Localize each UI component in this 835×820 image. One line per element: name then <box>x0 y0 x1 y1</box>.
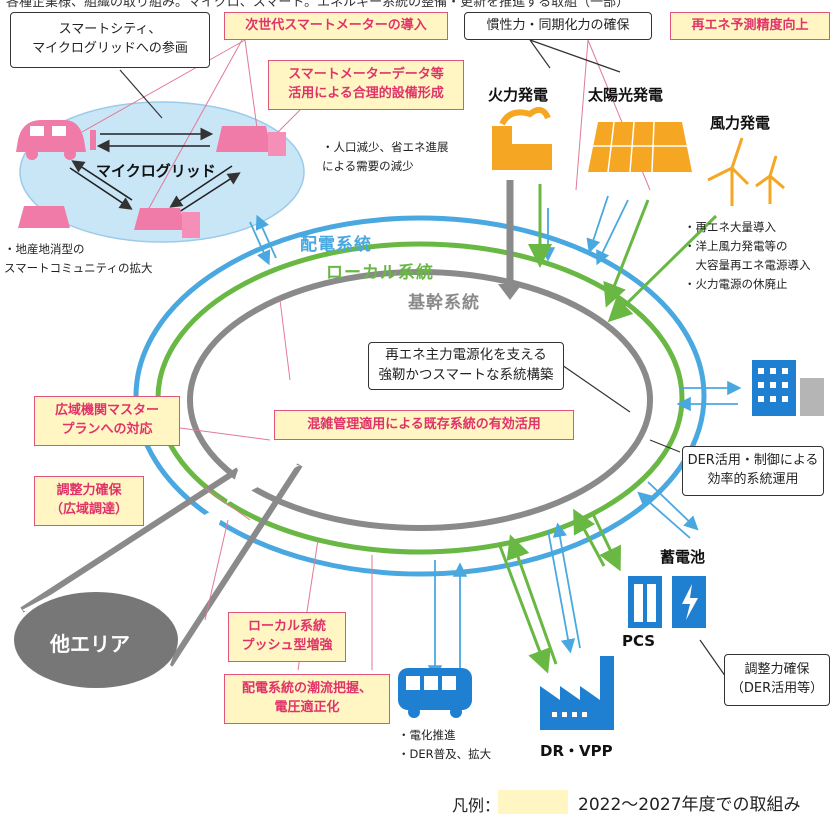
trunk-system-label: 基幹系統 <box>408 293 480 313</box>
legend-prefix: 凡例： <box>452 796 501 815</box>
adjust-der-note: 調整力確保 （DER活用等） <box>724 654 830 706</box>
other-area-beam <box>20 463 303 667</box>
pcs-icon <box>628 576 662 628</box>
legend-text: 2022〜2027年度での取組み <box>578 795 801 815</box>
other-area-label: 他エリア <box>50 632 130 656</box>
local-system-label: ローカル系統 <box>326 263 434 283</box>
congestion-box: 混雑管理適用による既存系統の有効活用 <box>274 410 574 440</box>
inertia-note: 慣性力・同期化力の確保 <box>464 12 652 40</box>
smart-city-note: スマートシティ、 マイクログリッドへの参画 <box>10 12 210 68</box>
solar-label: 太陽光発電 <box>588 86 664 104</box>
solar-panel-icon <box>588 121 692 173</box>
pcs-label: PCS <box>622 632 656 650</box>
renewables-note: ・再エネ大量導入 ・洋上風力発電等の 大容量再エネ電源導入 ・火力電源の休廃止 <box>684 220 811 291</box>
car-icon <box>16 120 96 160</box>
factory-icon <box>540 656 614 730</box>
dist-flow-box: 配電系統の潮流把握、 電圧適正化 <box>224 674 390 724</box>
battery-label: 蓄電池 <box>660 548 706 566</box>
dist-system-label: 配電系統 <box>300 235 372 255</box>
header-text: 各種企業様、組織の取り組み。マイクロ、スマート。エネルギー系統の整備・更新を推進… <box>6 0 630 10</box>
wind-turbine-icon <box>707 137 785 206</box>
microgrid-label: マイクログリッド <box>96 162 216 180</box>
meter-data-box: スマートメーターデータ等 活用による合理的設備形成 <box>268 60 464 110</box>
core-goal-note: 再エネ主力電源化を支える 強靭かつスマートな系統構築 <box>368 342 564 390</box>
der-note: DER活用・制御による 効率的系統運用 <box>682 446 824 496</box>
trunk-ring <box>187 269 653 531</box>
master-plan-box: 広域機関マスター プランへの対応 <box>34 396 180 446</box>
thermal-label: 火力発電 <box>488 86 549 104</box>
next-meter-box: 次世代スマートメーターの導入 <box>224 12 448 40</box>
factory-icon <box>492 106 552 170</box>
other-area-ellipse <box>14 592 178 688</box>
dr-vpp-label: DR・VPP <box>540 742 613 760</box>
local-push-box: ローカル系統 プッシュ型増強 <box>228 612 346 662</box>
community-note: ・地産地消型の スマートコミュニティの拡大 <box>4 242 153 275</box>
legend-swatch <box>498 790 568 814</box>
bus-icon <box>398 668 472 718</box>
building-icon <box>752 360 824 416</box>
solar-panel-icon <box>18 126 286 238</box>
wind-label: 風力発電 <box>710 114 771 132</box>
demand-note: ・人口減少、省エネ進展 による需要の減少 <box>322 140 449 173</box>
renewable-forecast-box: 再エネ予測精度向上 <box>670 12 830 40</box>
adjust-wide-box: 調整力確保 （広域調達） <box>34 476 144 526</box>
ev-note: ・電化推進 ・DER普及、拡大 <box>398 728 492 761</box>
battery-icon <box>672 576 706 628</box>
